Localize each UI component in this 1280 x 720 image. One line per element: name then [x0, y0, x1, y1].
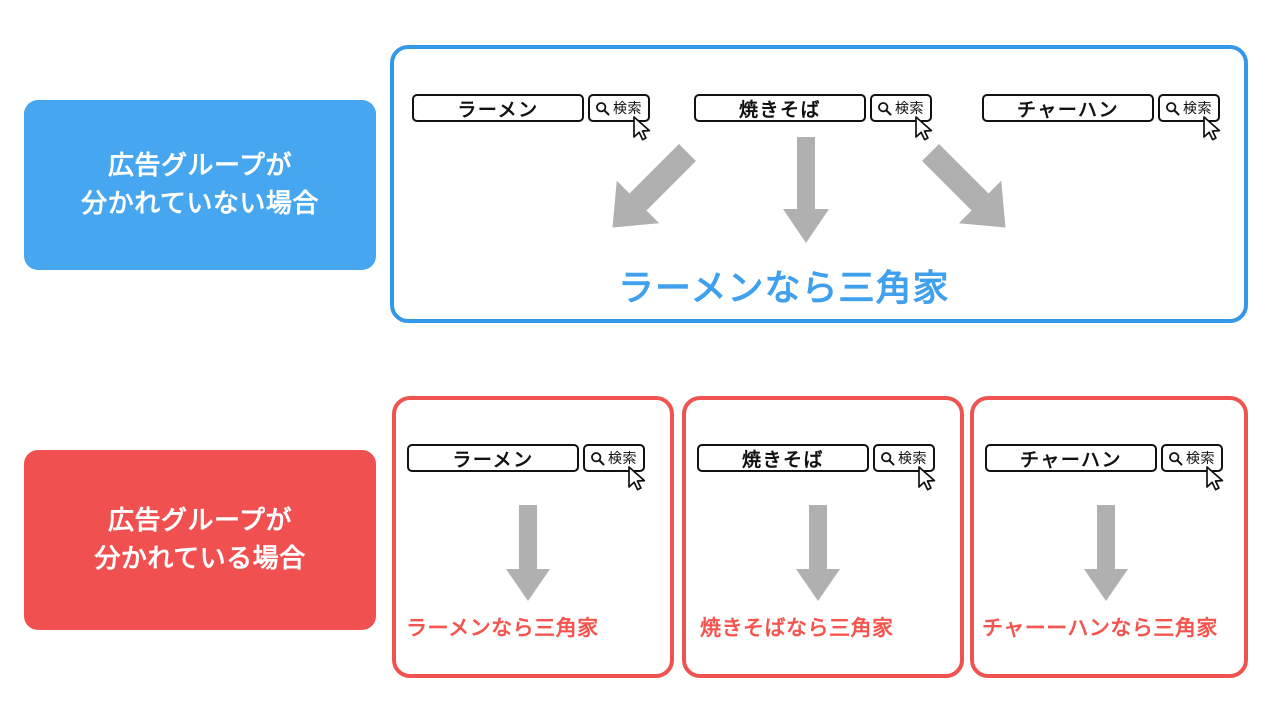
top-section-label-line1: 広告グループが — [108, 150, 292, 181]
bottom-search-widget-1: ラーメン 検索 — [407, 444, 646, 491]
bottom-search-term-1: ラーメン — [452, 448, 534, 471]
arrow-diagonal-right-down-icon — [612, 144, 696, 228]
bottom-search-box-2[interactable]: 焼きそば — [697, 444, 869, 472]
top-search-button-wrap-3: 検索 — [1158, 94, 1221, 141]
bottom-search-button-wrap-3: 検索 — [1161, 444, 1224, 491]
top-ad-headline: ラーメンなら三角家 — [618, 268, 950, 309]
top-search-button-label-2: 検索 — [895, 101, 924, 117]
bottom-search-button-label-1: 検索 — [608, 451, 637, 467]
top-search-box-3[interactable]: チャーハン — [982, 94, 1154, 122]
bottom-search-button-label-2: 検索 — [898, 451, 927, 467]
bottom-panel-group-1: ラーメン 検索 ラーメンなら三角家 — [392, 396, 674, 678]
bottom-search-button-2[interactable]: 検索 — [873, 444, 935, 472]
bottom-search-widget-3: チャーハン 検索 — [985, 444, 1224, 491]
arrow-down-icon — [506, 505, 550, 601]
bottom-search-button-3[interactable]: 検索 — [1161, 444, 1223, 472]
top-search-button-wrap-2: 検索 — [870, 94, 933, 141]
arrow-down-icon — [783, 137, 829, 243]
top-search-term-1: ラーメン — [457, 98, 539, 121]
top-search-widget-3: チャーハン 検索 — [982, 94, 1221, 141]
top-section-label-line2: 分かれていない場合 — [81, 188, 319, 218]
top-section-label: 広告グループが 分かれていない場合 — [24, 100, 376, 270]
top-search-button-label-3: 検索 — [1183, 101, 1212, 117]
bottom-section-label-line2: 分かれている場合 — [94, 543, 306, 573]
top-panel-unsegmented: ラーメン 検索 焼きそば — [390, 45, 1248, 323]
top-search-box-2[interactable]: 焼きそば — [694, 94, 866, 122]
bottom-search-button-label-3: 検索 — [1186, 451, 1215, 467]
top-search-term-2: 焼きそば — [738, 98, 821, 121]
search-icon — [878, 101, 892, 115]
bottom-search-box-1[interactable]: ラーメン — [407, 444, 579, 472]
search-icon — [1166, 101, 1180, 115]
search-icon — [596, 101, 610, 115]
bottom-ad-headline-1: ラーメンなら三角家 — [406, 616, 599, 640]
top-search-button-2[interactable]: 検索 — [870, 94, 932, 122]
top-search-widget-1: ラーメン 検索 — [412, 94, 651, 141]
search-icon — [881, 451, 895, 465]
top-search-box-1[interactable]: ラーメン — [412, 94, 584, 122]
top-search-button-3[interactable]: 検索 — [1158, 94, 1220, 122]
bottom-search-term-3: チャーハン — [1020, 448, 1122, 471]
bottom-ad-headline-2: 焼きそばなら三角家 — [700, 616, 894, 640]
search-icon — [1169, 451, 1183, 465]
top-search-widget-2: 焼きそば 検索 — [694, 94, 933, 141]
bottom-search-button-1[interactable]: 検索 — [583, 444, 645, 472]
arrow-down-icon — [796, 505, 840, 601]
bottom-search-term-2: 焼きそば — [741, 448, 824, 471]
bottom-panel-group-2: 焼きそば 検索 焼きそばなら三角家 — [682, 396, 964, 678]
bottom-panel-group-3: チャーハン 検索 チャーーハンなら三角家 — [970, 396, 1248, 678]
arrow-diagonal-left-down-icon — [922, 144, 1006, 228]
bottom-search-box-3[interactable]: チャーハン — [985, 444, 1157, 472]
bottom-search-button-wrap-2: 検索 — [873, 444, 936, 491]
bottom-section-label: 広告グループが 分かれている場合 — [24, 450, 376, 630]
top-search-button-wrap-1: 検索 — [588, 94, 651, 141]
top-search-term-3: チャーハン — [1017, 98, 1119, 121]
bottom-section-label-line1: 広告グループが — [108, 505, 292, 536]
arrow-down-icon — [1084, 505, 1128, 601]
bottom-search-button-wrap-1: 検索 — [583, 444, 646, 491]
search-icon — [591, 451, 605, 465]
bottom-search-widget-2: 焼きそば 検索 — [697, 444, 936, 491]
bottom-ad-headline-3: チャーーハンなら三角家 — [982, 616, 1218, 640]
top-search-button-label-1: 検索 — [613, 101, 642, 117]
top-search-button-1[interactable]: 検索 — [588, 94, 650, 122]
